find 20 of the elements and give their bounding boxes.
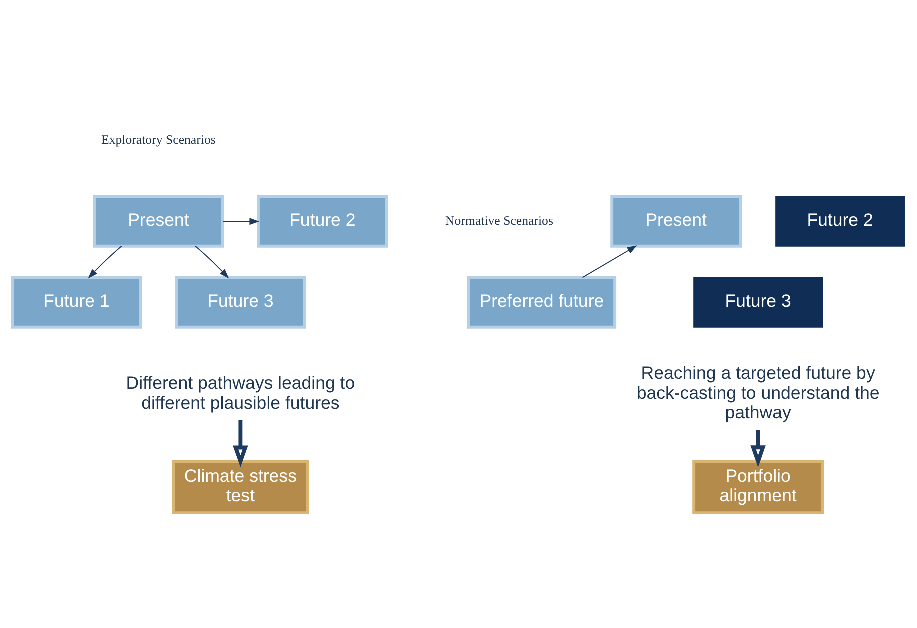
node-text: Reaching a targeted future by back-casting to understand the pathway xyxy=(636,362,880,422)
node-box: Future 1 xyxy=(11,276,142,328)
node-box: Climate stress test xyxy=(172,460,310,514)
node-text: Different pathways leading to different plausible futures xyxy=(126,372,356,412)
node-box: Future 2 xyxy=(776,196,905,246)
node-box: Present xyxy=(93,194,224,248)
node-box: Future 2 xyxy=(256,194,388,248)
node-box: Portfolio alignment xyxy=(692,460,824,514)
arrow xyxy=(195,245,230,278)
node-box: Future 3 xyxy=(175,276,306,328)
node-box: Present xyxy=(610,194,742,248)
label: Normative Scenarios xyxy=(446,214,554,228)
node-box: Future 3 xyxy=(694,276,823,328)
node-box: Preferred future xyxy=(467,276,617,328)
arrow xyxy=(750,430,766,467)
arrow xyxy=(582,245,638,278)
label: Exploratory Scenarios xyxy=(102,132,216,147)
arrow xyxy=(88,245,122,278)
arrow xyxy=(233,420,248,468)
arrow xyxy=(222,218,260,225)
